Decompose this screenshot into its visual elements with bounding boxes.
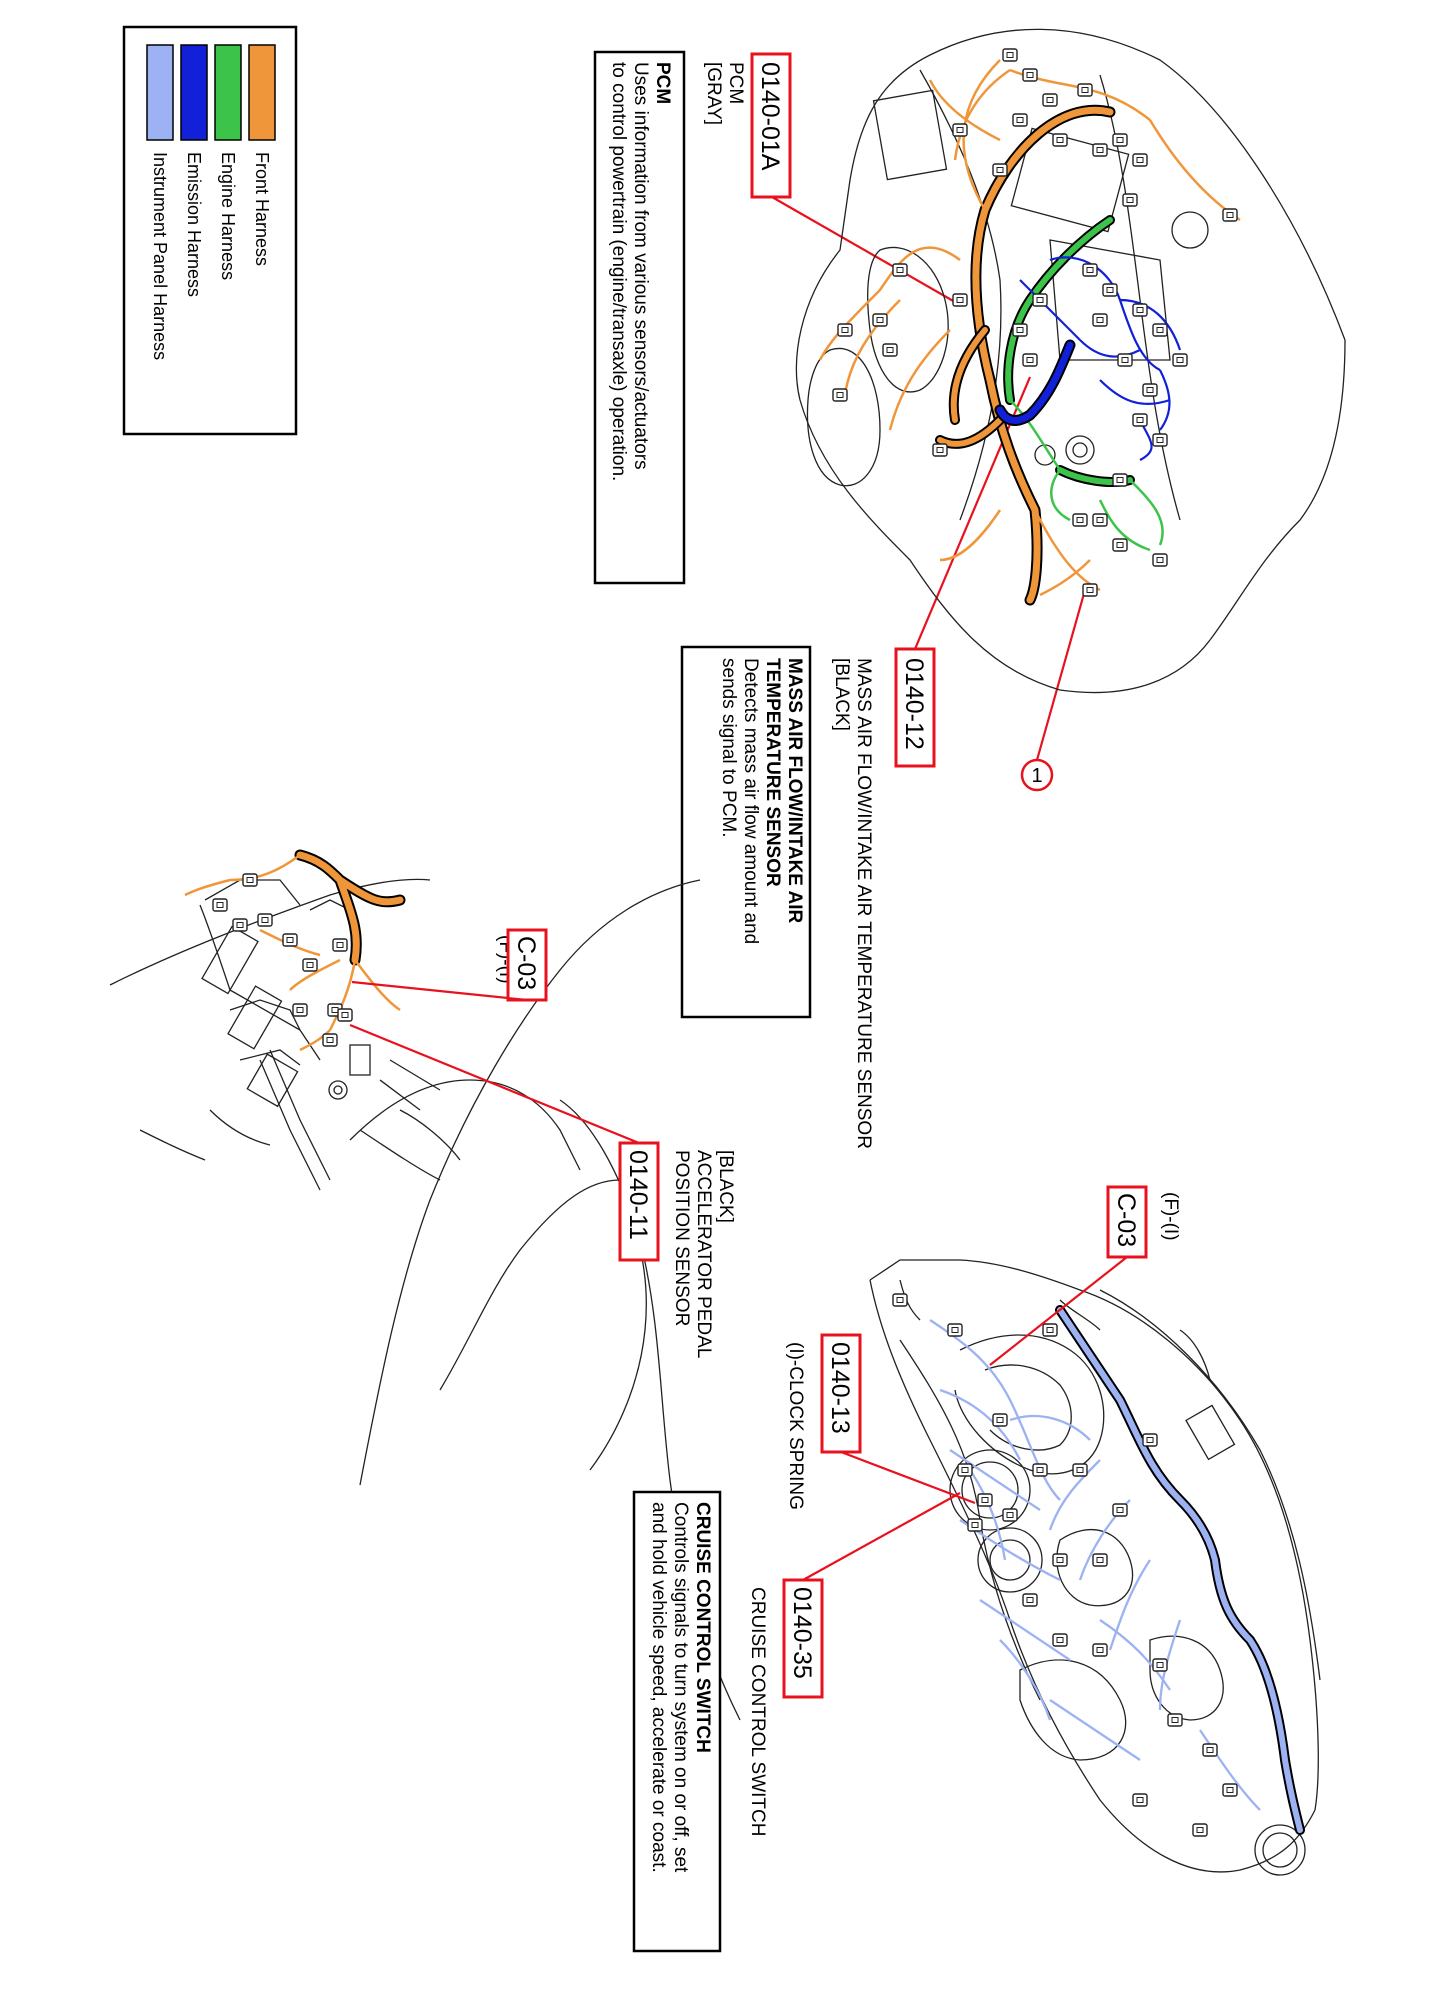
cruise-control-switch-callout: 0140-35 CRUISE CONTROL SWITCH CRUISE CON… bbox=[632, 1490, 961, 1953]
cruise-code: 0140-35 bbox=[788, 1587, 816, 1679]
legend-label-emission: Emission Harness bbox=[184, 152, 204, 297]
pcm-connector-color: [GRAY] bbox=[703, 62, 724, 125]
c03-pedal-leader-line bbox=[351, 980, 528, 1002]
pcm-callout: 0140-01A PCM [GRAY] PCM Uses information… bbox=[593, 50, 956, 585]
maf-connector-color: [BLACK] bbox=[831, 658, 852, 731]
clock-spring-callout: 0140-13 (I)-CLOCK SPRING bbox=[785, 1333, 976, 1510]
maf-description-title2: TEMPERATURE SENSOR bbox=[762, 658, 783, 887]
legend-label-engine: Engine Harness bbox=[218, 152, 238, 280]
pcm-name: PCM bbox=[725, 62, 746, 104]
connector-c03-pedal-callout: (F)-(I) C-03 bbox=[351, 928, 548, 1002]
pcm-description-title: PCM bbox=[652, 62, 673, 104]
app-connector-color: [BLACK] bbox=[715, 1150, 736, 1223]
maf-code: 0140-12 bbox=[900, 658, 928, 750]
cruise-description-line1: Controls signals to turn system on or of… bbox=[670, 1502, 691, 1873]
cruise-leader-line bbox=[802, 1492, 961, 1581]
engine-compartment-drawing bbox=[795, 28, 1346, 694]
maf-sensor-callout: 0140-12 MASS AIR FLOW/INTAKE AIR TEMPERA… bbox=[680, 376, 1032, 1149]
cruise-description-line2: and hold vehicle speed, accelerate or co… bbox=[648, 1502, 669, 1873]
legend-label-front: Front Harness bbox=[252, 152, 272, 266]
cruise-description-title: CRUISE CONTROL SWITCH bbox=[692, 1502, 713, 1753]
legend-swatch-emission bbox=[180, 44, 208, 141]
app-leader-line bbox=[349, 1023, 640, 1145]
legend-label-instrument-panel: Instrument Panel Harness bbox=[150, 152, 170, 360]
app-code: 0140-11 bbox=[624, 1150, 652, 1240]
accelerator-pedal-sensor-callout: 0140-11 [BLACK] ACCELERATOR PEDAL POSITI… bbox=[349, 1023, 736, 1358]
maf-description-line1: Detects mass air flow amount and bbox=[740, 658, 761, 944]
c03-pedal-code: C-03 bbox=[512, 936, 540, 990]
instrument-panel-drawing bbox=[869, 1259, 1321, 1876]
ground-point-number: 1 bbox=[1031, 765, 1042, 787]
app-name-line1: ACCELERATOR PEDAL bbox=[693, 1150, 714, 1358]
clock-spring-name: (I)-CLOCK SPRING bbox=[785, 1342, 806, 1510]
legend-swatch-engine bbox=[214, 44, 242, 141]
cruise-name: CRUISE CONTROL SWITCH bbox=[747, 1587, 768, 1836]
app-name-line2: POSITION SENSOR bbox=[671, 1150, 692, 1326]
c03-panel-leader-line bbox=[989, 1256, 1128, 1366]
pcm-leader-line bbox=[771, 196, 956, 303]
maf-name: MASS AIR FLOW/INTAKE AIR TEMPERATURE SEN… bbox=[853, 658, 874, 1149]
connector-c03-panel-callout: (F)-(I) C-03 bbox=[989, 1185, 1181, 1366]
pcm-code: 0140-01A bbox=[756, 62, 784, 171]
clock-spring-code: 0140-13 bbox=[826, 1342, 854, 1434]
ground-leader-line bbox=[1035, 589, 1087, 761]
maf-description-line2: sends signal to PCM. bbox=[718, 658, 739, 838]
pcm-description-line2: to control powertrain (engine/transaxle)… bbox=[608, 62, 629, 481]
c03-panel-code: C-03 bbox=[1112, 1193, 1140, 1247]
ground-point-callout: 1 bbox=[1020, 589, 1087, 792]
c03-panel-prefix: (F)-(I) bbox=[1160, 1192, 1181, 1241]
pcm-description-line1: Uses information from various sensors/ac… bbox=[630, 62, 651, 470]
harness-legend: Front Harness Engine Harness Emission Ha… bbox=[122, 25, 298, 436]
legend-swatch-front bbox=[248, 44, 276, 141]
legend-swatch-instrument-panel bbox=[146, 44, 174, 141]
clock-spring-leader-line bbox=[840, 1450, 976, 1505]
maf-description-title1: MASS AIR FLOW/INTAKE AIR bbox=[784, 658, 805, 924]
